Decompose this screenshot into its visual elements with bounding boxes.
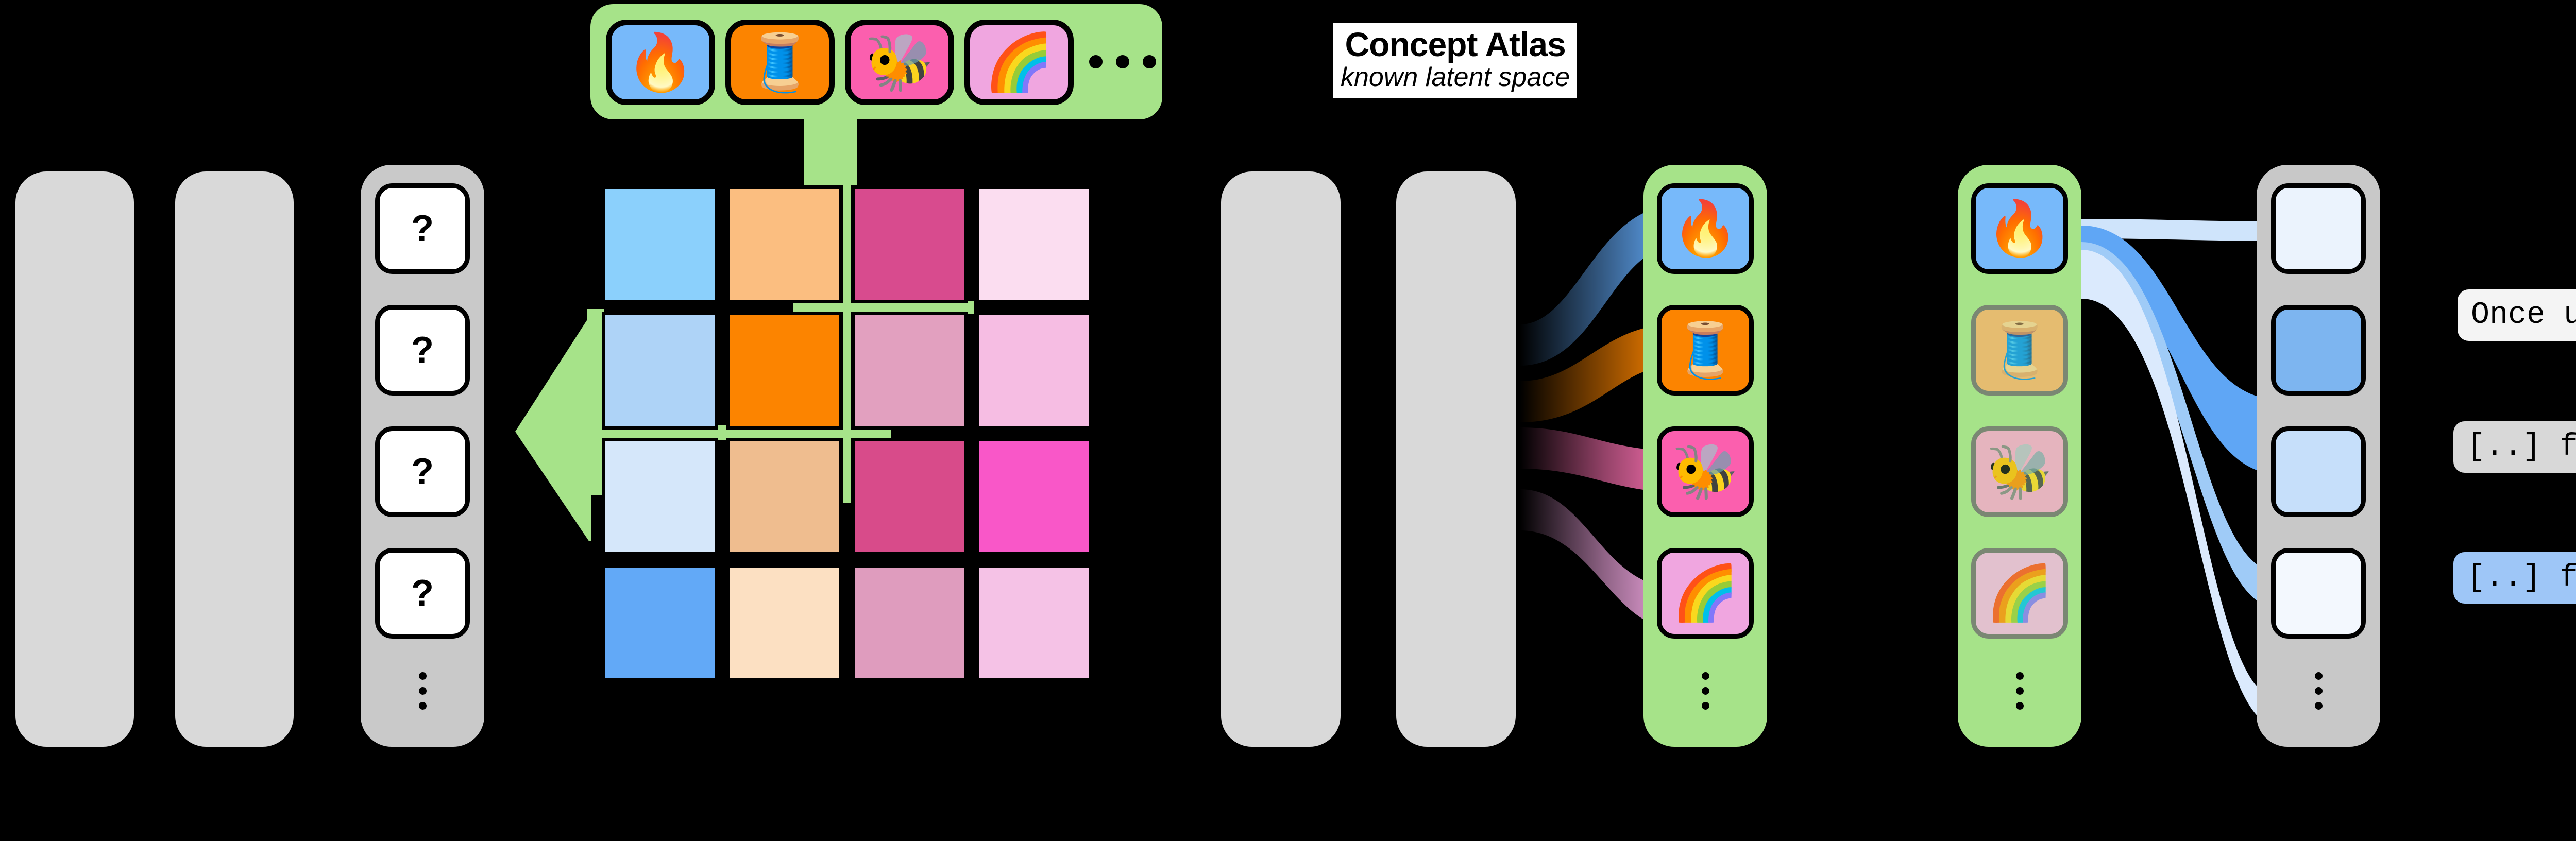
ribbon-group-grid-to-concepts — [1520, 206, 1674, 628]
unknown-tile[interactable]: ? — [375, 426, 470, 517]
unknown-column-ellipsis — [361, 672, 484, 710]
concept-atlas-strip[interactable]: 🔥 🧵 🐝 🌈 — [590, 4, 1162, 119]
output-tile[interactable] — [2271, 548, 2366, 639]
grid-cell[interactable] — [602, 312, 718, 430]
output-column-ellipsis — [2257, 672, 2380, 710]
unknown-tile[interactable]: ? — [375, 183, 470, 274]
text-output-1[interactable]: Once upon a time — [2458, 289, 2576, 341]
grid-cell[interactable] — [851, 185, 968, 303]
grid-cell[interactable] — [726, 564, 843, 682]
encoder-layer-2[interactable] — [1396, 171, 1516, 747]
question-mark-glyph: ? — [411, 208, 434, 249]
concept-column-a-ellipsis — [1643, 672, 1767, 710]
concept-tile-rainbow[interactable]: 🌈 — [1657, 548, 1754, 639]
strip-tile-bee[interactable]: 🐝 — [845, 20, 954, 105]
text-output-2-label: [..] forests secret — [2467, 430, 2576, 465]
output-tile[interactable] — [2271, 305, 2366, 396]
grid-cell[interactable] — [976, 564, 1092, 682]
ribbon-out-1 — [2081, 219, 2277, 241]
fire-icon: 🔥 — [1986, 199, 2053, 259]
encoder-layer-1[interactable] — [1221, 171, 1341, 747]
thread-icon: 🧵 — [745, 31, 815, 93]
ribbon-pink — [1520, 427, 1674, 492]
question-mark-glyph: ? — [411, 330, 434, 371]
concept-tile-bee[interactable]: 🐝 — [1971, 426, 2068, 517]
hidden-layer-1[interactable] — [15, 171, 134, 747]
rainbow-icon: 🌈 — [984, 31, 1054, 93]
concept-tile-thread[interactable]: 🧵 — [1657, 305, 1754, 396]
thread-icon: 🧵 — [1672, 320, 1739, 380]
strip-tile-thread[interactable]: 🧵 — [725, 20, 835, 105]
strip-ellipsis — [1089, 55, 1156, 68]
ribbon-light-pink — [1520, 489, 1674, 628]
concept-tile-fire[interactable]: 🔥 — [1971, 183, 2068, 274]
concept-column-retrieved[interactable]: 🔥 🧵 🐝 🌈 — [1643, 165, 1767, 747]
text-output-2[interactable]: [..] forests secret — [2453, 421, 2576, 473]
concept-tile-rainbow[interactable]: 🌈 — [1971, 548, 2068, 639]
hidden-layer-2[interactable] — [175, 171, 294, 747]
concept-tile-thread[interactable]: 🧵 — [1971, 305, 2068, 396]
output-tile[interactable] — [2271, 183, 2366, 274]
strip-tile-rainbow[interactable]: 🌈 — [964, 20, 1074, 105]
question-mark-glyph: ? — [411, 573, 434, 614]
concept-tile-bee[interactable]: 🐝 — [1657, 426, 1754, 517]
grid-cell[interactable] — [976, 312, 1092, 430]
unknown-tile[interactable]: ? — [375, 305, 470, 396]
output-logit-column[interactable] — [2257, 165, 2380, 747]
concept-activation-grid[interactable] — [598, 181, 1096, 686]
text-output-3[interactable]: [..] fire walk with — [2453, 552, 2576, 604]
question-mark-glyph: ? — [411, 451, 434, 492]
unknown-tile[interactable]: ? — [375, 548, 470, 639]
atlas-title: Concept Atlas — [1345, 25, 1566, 63]
concept-atlas-label: Concept Atlas known latent space — [1333, 23, 1578, 98]
grid-cell[interactable] — [851, 564, 968, 682]
grid-cell[interactable] — [726, 185, 843, 303]
ribbon-orange — [1520, 324, 1674, 422]
strip-tile-fire[interactable]: 🔥 — [606, 20, 715, 105]
grid-cell[interactable] — [851, 312, 968, 430]
ribbon-out-4 — [2081, 250, 2277, 726]
bee-icon: 🐝 — [865, 31, 935, 93]
grid-cell[interactable] — [976, 185, 1092, 303]
fire-icon: 🔥 — [1672, 199, 1739, 259]
grid-cell[interactable] — [726, 312, 843, 430]
rainbow-icon: 🌈 — [1986, 563, 2053, 623]
grid-cell[interactable] — [602, 564, 718, 682]
thread-icon: 🧵 — [1986, 320, 2053, 380]
ribbon-blue — [1520, 206, 1674, 366]
text-output-3-label: [..] fire walk with — [2467, 560, 2576, 595]
concept-column-b-ellipsis — [1958, 672, 2081, 710]
grid-cell[interactable] — [976, 438, 1092, 556]
fire-icon: 🔥 — [625, 31, 696, 93]
unknown-features-column[interactable]: ? ? ? ? — [361, 165, 484, 747]
text-output-1-label: Once upon a time — [2471, 298, 2576, 333]
concept-column-steered[interactable]: 🔥 🧵 🐝 🌈 — [1958, 165, 2081, 747]
grid-cell[interactable] — [602, 185, 718, 303]
grid-cell[interactable] — [726, 438, 843, 556]
bee-icon: 🐝 — [1986, 442, 2053, 502]
grid-cell[interactable] — [851, 438, 968, 556]
ribbon-group-concept-to-output — [2081, 219, 2277, 726]
output-tile[interactable] — [2271, 426, 2366, 517]
atlas-subtitle: known latent space — [1341, 62, 1570, 92]
bee-icon: 🐝 — [1672, 442, 1739, 502]
concept-tile-fire[interactable]: 🔥 — [1657, 183, 1754, 274]
grid-cell[interactable] — [602, 438, 718, 556]
rainbow-icon: 🌈 — [1672, 563, 1739, 623]
